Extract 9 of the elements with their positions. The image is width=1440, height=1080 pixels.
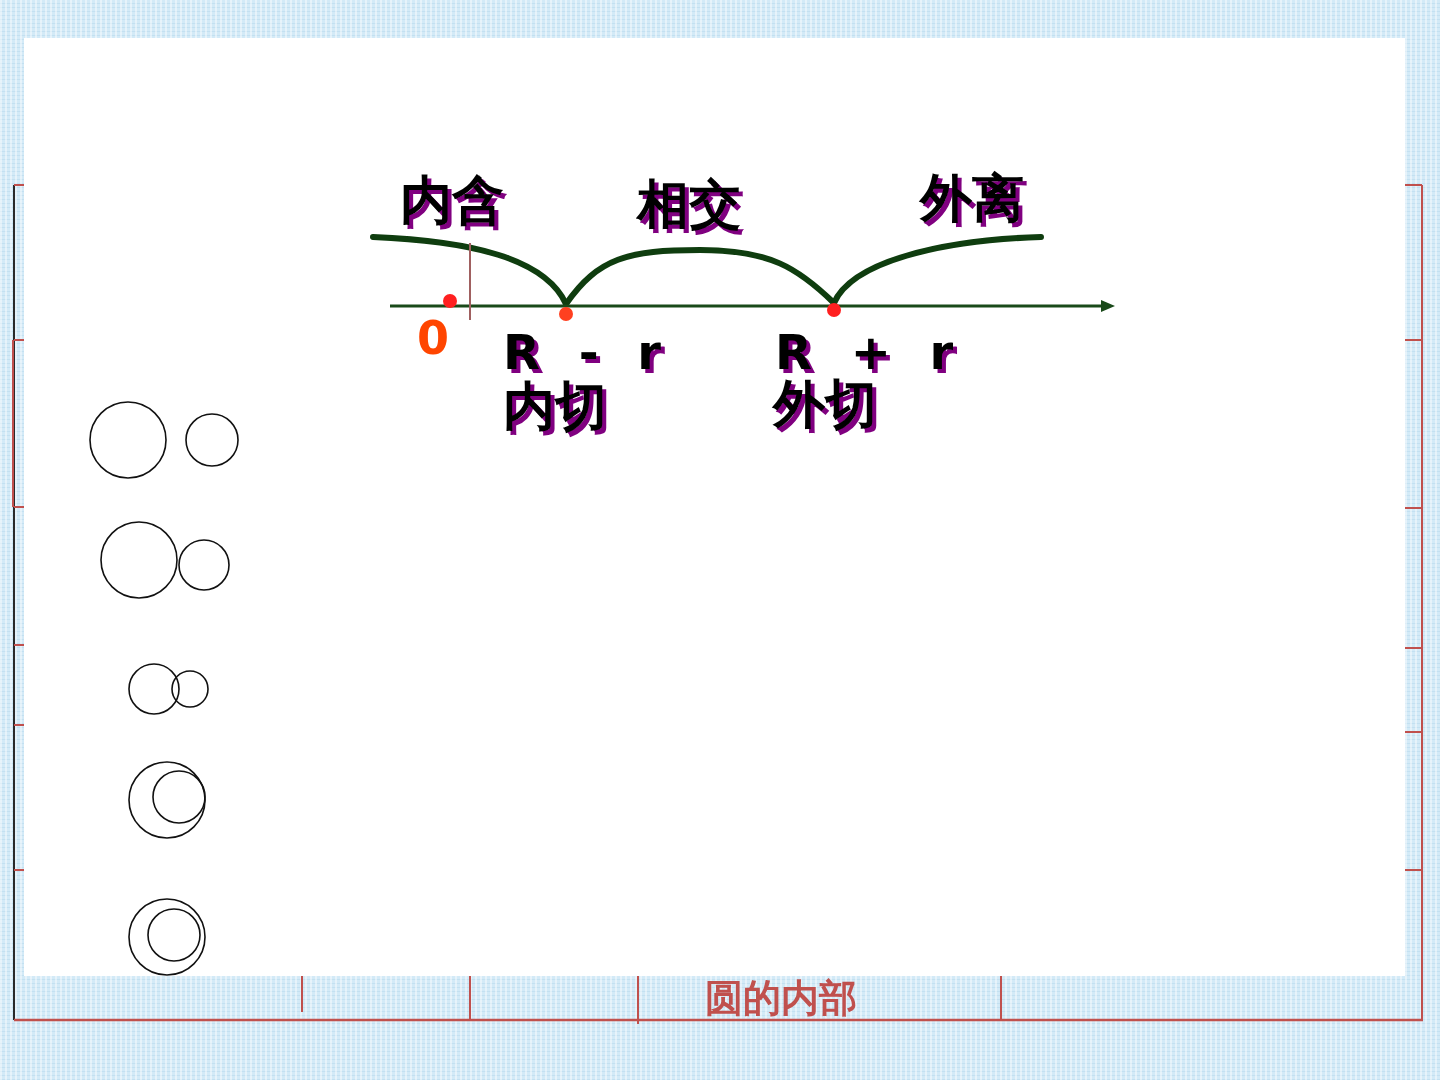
footer-text: 圆的内部 [705,979,857,1017]
point-label: 外切 [773,378,877,430]
origin-label: 0 [417,315,449,361]
range-label: 外离 [920,172,1024,224]
point-label: R + r [775,328,954,376]
range-label: 内含 [400,174,504,226]
point-label: 内切 [503,380,607,432]
point-label: R - r [503,328,661,376]
range-label: 相交 [637,178,741,230]
